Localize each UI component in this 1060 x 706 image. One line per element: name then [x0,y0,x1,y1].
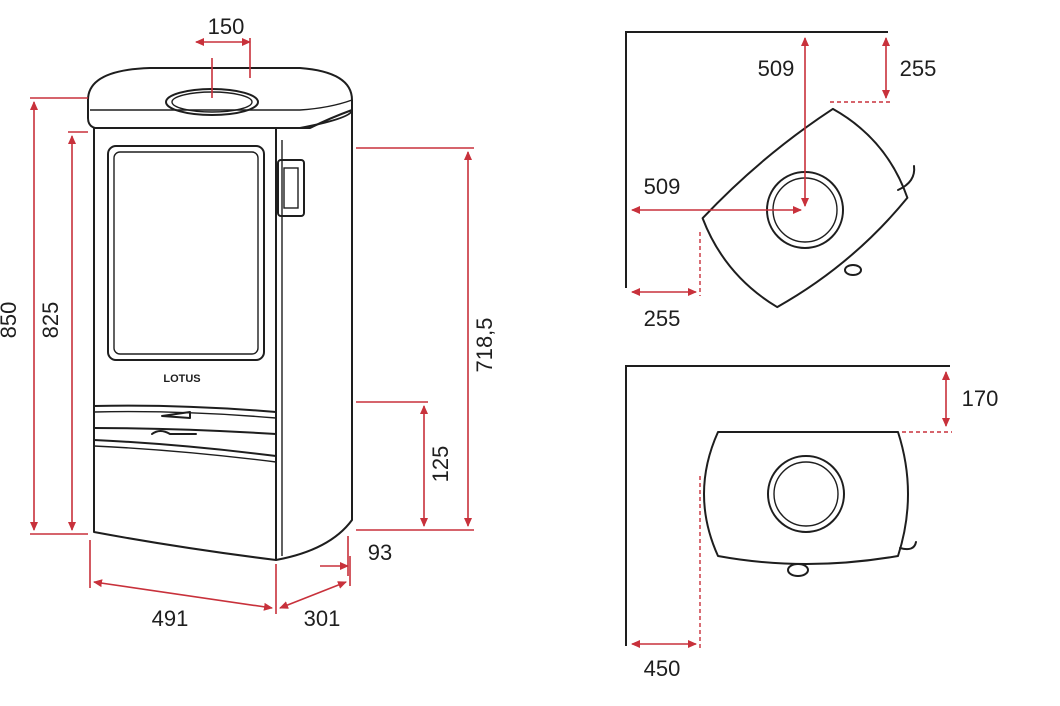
corner-stove-outline [701,107,909,309]
dim-corner-wall-to-flue-side: 509 [644,174,681,199]
wall-install-view: 170 450 [625,365,999,681]
dim-body-height: 825 [38,302,63,339]
brand-logo: LOTUS [163,373,200,385]
dim-air-inlet-height: 125 [428,446,453,483]
dim-corner-clearance-top: 255 [900,56,937,81]
dim-corner-wall-to-flue-top: 509 [758,56,795,81]
dim-bottom-offset: 93 [368,540,392,565]
stove-front-body [93,127,277,561]
corner-install-view: 509 509 255 255 [625,31,937,331]
dim-width: 491 [152,606,189,631]
front-view: LOTUS 150 850 825 718,5 125 [0,14,497,631]
wall-install-walls [625,365,950,646]
wall-flue-outer [767,455,845,533]
door-handle [277,159,305,217]
stove-side-body [275,109,353,561]
air-control [161,411,191,419]
wall-stove-outline [703,431,909,565]
dim-total-height: 850 [0,302,21,339]
dim-wall-rear-clearance: 170 [962,386,999,411]
dim-depth: 301 [304,606,341,631]
dim-wall-side-clearance: 450 [644,656,681,681]
dim-flue-height: 718,5 [472,317,497,372]
dim-flue-diameter: 150 [208,14,245,39]
stove-top-plate [87,67,353,129]
dim-corner-clearance-side: 255 [644,306,681,331]
glass-door [107,145,265,361]
ash-drawer-handle [151,430,197,435]
corner-walls [625,31,888,288]
